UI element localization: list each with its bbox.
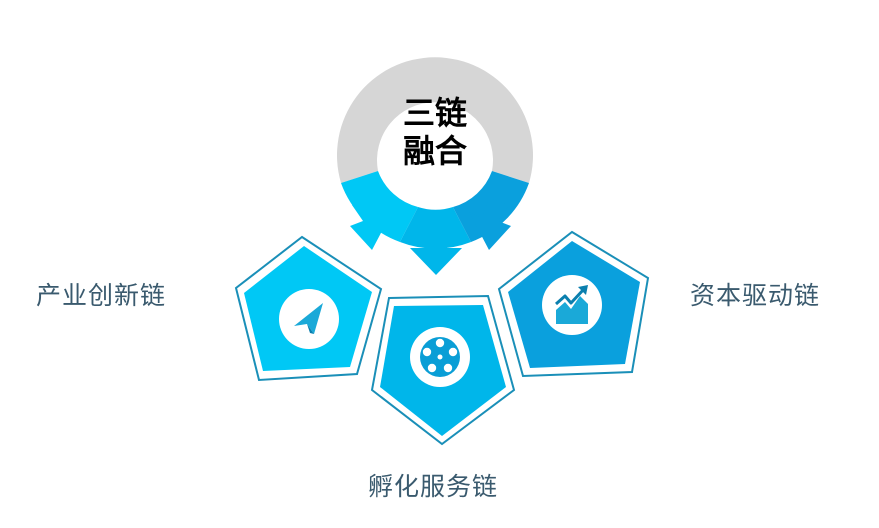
chain-card-bottom — [370, 294, 516, 446]
arrow-right — [469, 198, 511, 250]
label-capital-driven-chain: 资本驱动链 — [690, 281, 821, 310]
center-title-line2: 融合 — [402, 132, 467, 170]
arrow-middle — [410, 215, 462, 275]
ring-gray-arc — [337, 57, 533, 184]
icon-disc-right — [542, 275, 602, 335]
center-title: 三链 融合 — [360, 94, 510, 170]
label-incubation-service-chain: 孵化服务链 — [368, 472, 499, 501]
rising-chart-icon — [555, 285, 588, 324]
chain-card-right — [497, 230, 650, 378]
film-reel-icon — [420, 337, 460, 377]
ring-segment-left — [341, 171, 418, 242]
center-ring — [337, 57, 533, 249]
center-title-line1: 三链 — [402, 94, 467, 132]
label-industry-innovation-chain: 产业创新链 — [36, 281, 167, 310]
paper-plane-icon — [294, 303, 323, 334]
arrows — [350, 198, 511, 275]
arrow-left — [350, 198, 392, 250]
chain-card-left — [234, 235, 383, 382]
